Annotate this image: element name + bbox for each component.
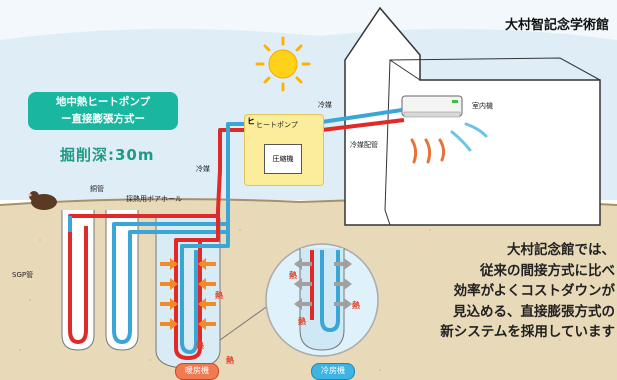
air-conditioner-icon <box>401 95 463 118</box>
airflow-arrows <box>410 122 488 164</box>
refrigerant-label-lower: 冷媒 <box>196 165 210 173</box>
borehole-1 <box>61 210 95 351</box>
building-roofline <box>389 57 601 81</box>
refrigerant-pipe-label: 冷媒配管 <box>350 141 378 149</box>
heat-label-4: 熱 <box>289 271 297 280</box>
compressor-label: 圧縮機 <box>264 144 302 174</box>
borehole-label: 採熱用ボアホール <box>126 195 182 203</box>
description-line: 従来の間接方式に比べ <box>480 262 615 279</box>
heat-label-3: 熱 <box>226 356 234 365</box>
building <box>344 6 601 226</box>
refrigerant-pipes-upper <box>216 108 405 211</box>
copper-pipe-label: 銅管 <box>90 185 104 193</box>
ground-pipes <box>68 210 230 360</box>
heat-label-2: 熱 <box>196 341 204 350</box>
sun-icon <box>255 36 311 92</box>
heat-label-1: 熱 <box>215 291 223 300</box>
heat-pump-mark: ヒ <box>247 117 255 126</box>
heat-label-6: 熱 <box>352 301 360 310</box>
system-type-box: 地中熱ヒートポンプ ー直接膨張方式ー <box>28 92 178 130</box>
indoor-unit-label: 室内機 <box>472 102 493 110</box>
sgp-pipe-label: SGP管 <box>12 271 34 279</box>
zoom-callout <box>219 243 379 357</box>
description-line: 大村記念館では、 <box>507 242 615 258</box>
description-line: 効率がよくコストダウンが <box>453 283 615 299</box>
heating-mode-badge: 暖房機 <box>175 363 219 380</box>
building-edge <box>384 59 421 226</box>
sky-band <box>0 0 617 40</box>
system-type-line1: 地中熱ヒートポンプ <box>55 96 151 108</box>
drilling-depth: 掘削深:30m <box>60 146 155 164</box>
description-text: 大村記念館では、 従来の間接方式に比べ 効率がよくコストダウンが 見込める、直接… <box>400 240 615 343</box>
cooling-mode-badge: 冷房機 <box>311 363 355 380</box>
description-line: 新システムを採用しています <box>440 324 615 340</box>
description-line: 見込める、直接膨張方式の <box>453 303 615 320</box>
refrigerant-label-upper: 冷媒 <box>318 101 332 109</box>
heat-arrows <box>160 258 216 330</box>
ground-texture <box>19 229 561 371</box>
page-title: 大村智記念学術館 <box>504 18 609 33</box>
heat-pump-label: ヒートポンプ <box>256 121 298 129</box>
mole-icon <box>28 191 57 210</box>
system-type-line2: ー直接膨張方式ー <box>61 113 145 125</box>
heat-label-5: 熱 <box>298 317 306 326</box>
